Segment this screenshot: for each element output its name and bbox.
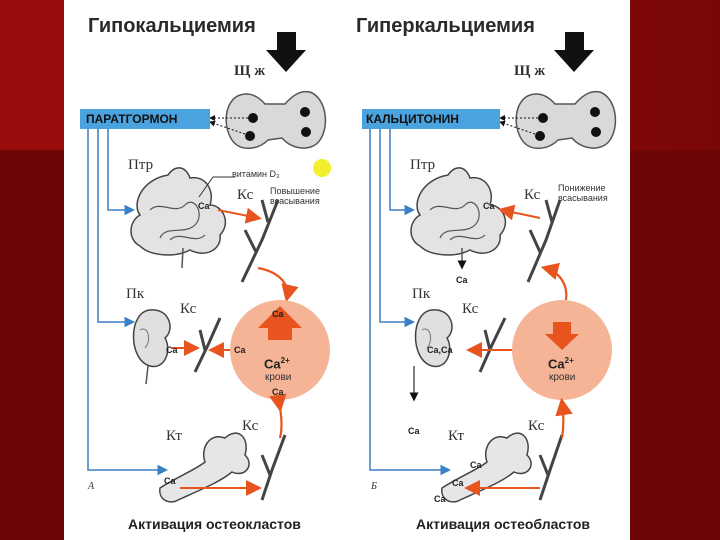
vessel-label-bone-left: Кс [242, 418, 258, 435]
title-hypercalcemia: Гиперкальциемия [356, 15, 535, 38]
vessel-bone-right [540, 435, 562, 500]
ca-label-kidney-right: Ca,Ca [427, 345, 453, 355]
vitamin-d-label: витамин D₃ [232, 169, 280, 179]
vessel-label-bone-right: Кс [528, 418, 544, 435]
vessel-kidney-left [195, 318, 220, 372]
thyroid-gland-left [226, 32, 325, 148]
organ-label-bone-right: Кт [448, 428, 464, 445]
hormone-label-calcitonin: КАЛЬЦИТОНИН [366, 112, 459, 126]
thyroid-gland-right [516, 32, 615, 148]
intestine-right [411, 168, 505, 268]
vessel-label-top-right: Кс [524, 187, 540, 204]
vessel-top-left [242, 200, 278, 282]
gland-label-left: Щ ж [234, 63, 265, 80]
caption-osteoblasts: Активация остеобластов [416, 516, 590, 532]
absorption-right-line2: всасывания [558, 193, 608, 203]
ca-label-circle-top-left: Ca [272, 309, 284, 319]
organ-label-kidney-right: Пк [412, 286, 430, 303]
vessel-top-right [528, 200, 560, 282]
vessel-label-top-left: Кс [237, 187, 253, 204]
blood-calcium-ion-left: Ca2+ [264, 356, 290, 371]
organ-label-intestine-right: Птр [410, 157, 435, 174]
ca-label-bone-right-3: Ca [434, 494, 446, 504]
organ-label-kidney-left: Пк [126, 286, 144, 303]
gland-input-arrow-left [266, 32, 306, 72]
vessel-kidney-right [480, 318, 505, 372]
ca-label-blood-left: Ca [234, 345, 246, 355]
blood-label-right: крови [549, 372, 575, 383]
vessel-label-kidney-right: Кс [462, 301, 478, 318]
gland-input-arrow-right [554, 32, 594, 72]
intestine-left [131, 168, 225, 268]
ca-label-excretion-kidney-right: Ca [408, 426, 420, 436]
hormone-label-parathormone: ПАРАТГОРМОН [86, 112, 177, 126]
ca-label-bone-right-1: Ca [470, 460, 482, 470]
ca-label-kidney-left: Ca [166, 345, 178, 355]
gland-label-right: Щ ж [514, 63, 545, 80]
panel-letter-b: Б [371, 481, 377, 492]
ca-label-excretion-intestine-right: Ca [456, 275, 468, 285]
absorption-left-line2: всасывания [270, 196, 320, 206]
caption-osteoclasts: Активация остеокластов [128, 516, 301, 532]
ca-label-bone-right-2: Ca [452, 478, 464, 488]
vitamin-d-dot [313, 159, 331, 177]
kidney-left [134, 310, 171, 384]
organ-label-intestine-left: Птр [128, 157, 153, 174]
vessel-bone-left [262, 435, 285, 500]
organ-label-bone-left: Кт [166, 428, 182, 445]
blood-label-left: крови [265, 372, 291, 383]
ca-label-bone-left: Ca [164, 476, 176, 486]
ca-label-intestine-right: Ca [483, 201, 495, 211]
title-hypocalcemia: Гипокальциемия [88, 15, 256, 38]
blood-calcium-ion-right: Ca2+ [548, 356, 574, 371]
panel-letter-a: А [88, 481, 94, 492]
ca-label-circle-bottom-left: Ca [272, 387, 284, 397]
absorption-left-line1: Повышение [270, 186, 320, 196]
ca-label-intestine-left: Ca [198, 201, 210, 211]
absorption-right-line1: Понижение [558, 183, 606, 193]
vessel-label-kidney-left: Кс [180, 301, 196, 318]
